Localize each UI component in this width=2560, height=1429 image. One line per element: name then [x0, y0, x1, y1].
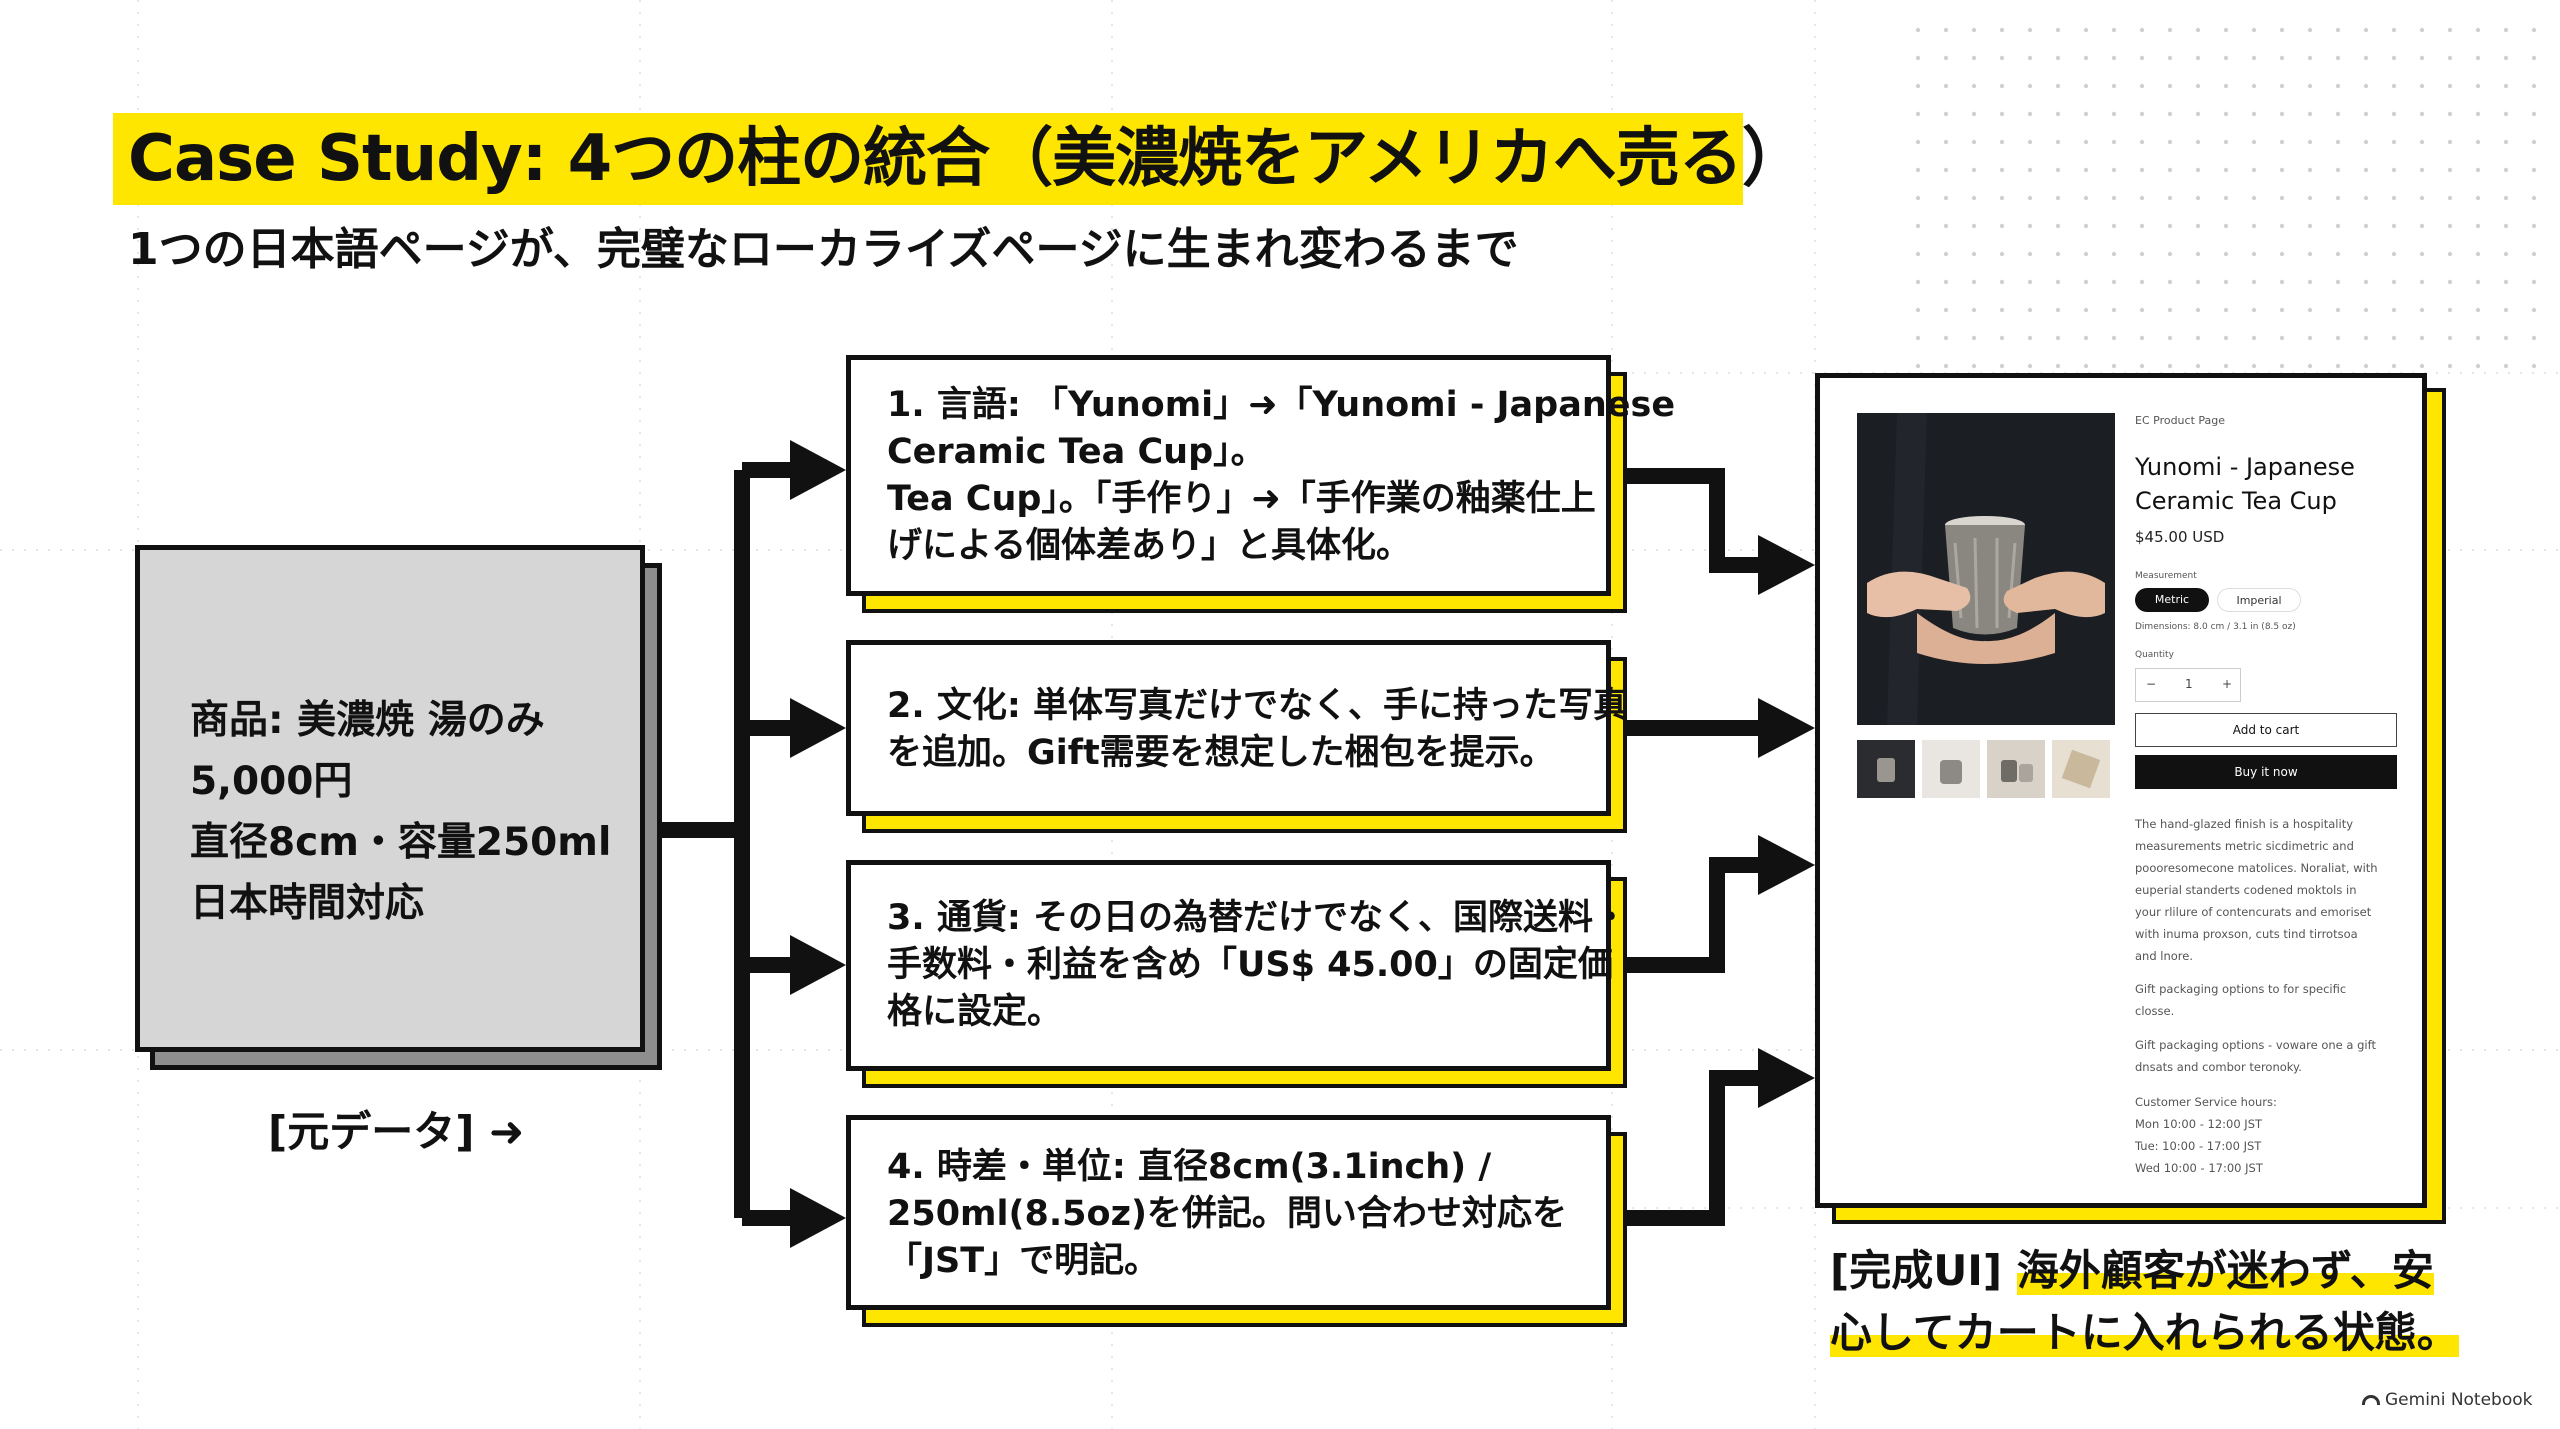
measurement-label: Measurement — [2135, 571, 2197, 581]
caption-label: [完成UI] — [1830, 1246, 2017, 1295]
step-line: げによる個体差あり」と具体化。 — [887, 526, 1411, 566]
page-title: Case Study: 4つの柱の統合（美濃焼をアメリカへ売る） — [128, 122, 1806, 196]
final-ui-caption: [完成UI] 海外顧客が迷わず、安 心してカートに入れられる状態。 — [1830, 1240, 2459, 1364]
step-1-language: 1. 言語: 「Yunomi」➜「Yunomi - Japanese Ceram… — [846, 355, 1676, 596]
desc-line: and lnore. — [2135, 949, 2194, 963]
product-price: $45.00 USD — [2135, 528, 2225, 546]
hours-line: Wed 10:00 - 17:00 JST — [2135, 1161, 2263, 1175]
product-thumbnail[interactable] — [2052, 740, 2110, 798]
gift-packaging-note: Gift packaging options - voware one a gi… — [2135, 1034, 2376, 1078]
desc-line: poooresomecone matolices. Noraliat, with — [2135, 861, 2378, 875]
unit-toggle-metric[interactable]: Metric — [2135, 588, 2209, 612]
product-title-line: Ceramic Tea Cup — [2135, 487, 2337, 515]
product-title: Yunomi - Japanese Ceramic Tea Cup — [2135, 450, 2355, 518]
quantity-label: Quantity — [2135, 650, 2174, 660]
source-line: 直径8cm・容量250ml — [190, 820, 612, 865]
qty-plus-button[interactable]: + — [2222, 677, 2233, 691]
gift-line: Gift packaging options - voware one a gi… — [2135, 1038, 2376, 1052]
footer-text: Gemini Notebook — [2385, 1390, 2533, 1410]
step-line: 1. 言語: 「Yunomi」➜「Yunomi - Japanese — [887, 385, 1676, 425]
product-thumbnail[interactable] — [1987, 740, 2045, 798]
product-thumbnail[interactable] — [1922, 740, 1980, 798]
step-line: 手数料・利益を含め「US$ 45.00」の固定価 — [887, 945, 1613, 985]
step-line: 2. 文化: 単体写真だけでなく、手に持った写真 — [887, 686, 1629, 726]
hours-title: Customer Service hours: — [2135, 1095, 2277, 1109]
source-line: 5,000円 — [190, 759, 353, 804]
customer-service-hours: Customer Service hours: Mon 10:00 - 12:0… — [2135, 1091, 2277, 1179]
source-line: 日本時間対応 — [190, 881, 425, 926]
ec-page-tag: EC Product Page — [2135, 414, 2226, 427]
source-line: 商品: 美濃焼 湯のみ — [190, 698, 545, 743]
buy-now-button[interactable]: Buy it now — [2135, 755, 2397, 789]
caption-highlight: 海外顧客が迷わず、安 — [2016, 1246, 2434, 1295]
step-line: 「JST」で明記。 — [887, 1241, 1160, 1281]
gemini-notebook-icon — [2362, 1395, 2380, 1405]
step-line: 3. 通貨: その日の為替だけでなく、国際送料・ — [887, 898, 1629, 938]
step-line: 格に設定。 — [887, 992, 1063, 1032]
step-line: 250ml(8.5oz)を併記。問い合わせ対応を — [887, 1194, 1567, 1234]
step-line: を追加。Gift需要を想定した梱包を提示。 — [887, 733, 1555, 773]
footer-brand: Gemini Notebook — [2362, 1390, 2533, 1410]
step-line: 4. 時差・単位: 直径8cm(3.1inch) / — [887, 1147, 1492, 1187]
page-subtitle: 1つの日本語ページが、完璧なローカライズページに生まれ変わるまで — [128, 224, 1519, 275]
desc-line: The hand-glazed finish is a hospitality — [2135, 817, 2354, 831]
product-photo-hands-holding-cup — [1857, 413, 2115, 725]
product-description: The hand-glazed finish is a hospitality … — [2135, 813, 2378, 967]
gift-packaging-note: Gift packaging options to for specific c… — [2135, 978, 2346, 1022]
desc-line: measurements metric sicdimetric and — [2135, 839, 2354, 853]
desc-line: your rlilure of contencurats and emorise… — [2135, 905, 2372, 919]
product-title-line: Yunomi - Japanese — [2135, 453, 2355, 481]
desc-line: with inuma proxson, cuts tind tirrotsoa — [2135, 927, 2358, 941]
product-thumbnail[interactable] — [1857, 740, 1915, 798]
ec-product-page: EC Product Page Yunomi - Japanese Cerami… — [1815, 373, 2427, 1208]
gift-line: dnsats and combor teronoky. — [2135, 1060, 2302, 1074]
gift-line: closse. — [2135, 1004, 2175, 1018]
step-2-culture: 2. 文化: 単体写真だけでなく、手に持った写真 を追加。Gift需要を想定した… — [846, 640, 1629, 816]
source-data-box: 商品: 美濃焼 湯のみ 5,000円 直径8cm・容量250ml 日本時間対応 — [135, 545, 645, 1052]
quantity-stepper[interactable]: − 1 + — [2135, 668, 2241, 702]
gift-line: Gift packaging options to for specific — [2135, 982, 2347, 996]
unit-toggle-imperial[interactable]: Imperial — [2217, 588, 2301, 612]
hours-line: Mon 10:00 - 12:00 JST — [2135, 1117, 2263, 1131]
source-caption: [元データ] ➜ — [268, 1107, 525, 1156]
step-3-currency: 3. 通貨: その日の為替だけでなく、国際送料・ 手数料・利益を含め「US$ 4… — [846, 860, 1629, 1071]
add-to-cart-button[interactable]: Add to cart — [2135, 713, 2397, 747]
desc-line: euperial standerts codened moktols in — [2135, 883, 2357, 897]
step-4-timezone-units: 4. 時差・単位: 直径8cm(3.1inch) / 250ml(8.5oz)を… — [846, 1115, 1611, 1310]
qty-minus-button[interactable]: − — [2146, 677, 2157, 691]
title-highlight — [113, 113, 1743, 205]
step-line: Ceramic Tea Cup」。 — [887, 432, 1266, 472]
qty-value: 1 — [2185, 677, 2193, 691]
step-line: Tea Cup」。「手作り」➜「手作業の釉薬仕上 — [887, 479, 1596, 519]
dimensions-text: Dimensions: 8.0 cm / 3.1 in (8.5 oz) — [2135, 622, 2296, 632]
caption-highlight: 心してカートに入れられる状態。 — [1830, 1308, 2459, 1357]
hours-line: Tue: 10:00 - 17:00 JST — [2135, 1139, 2262, 1153]
